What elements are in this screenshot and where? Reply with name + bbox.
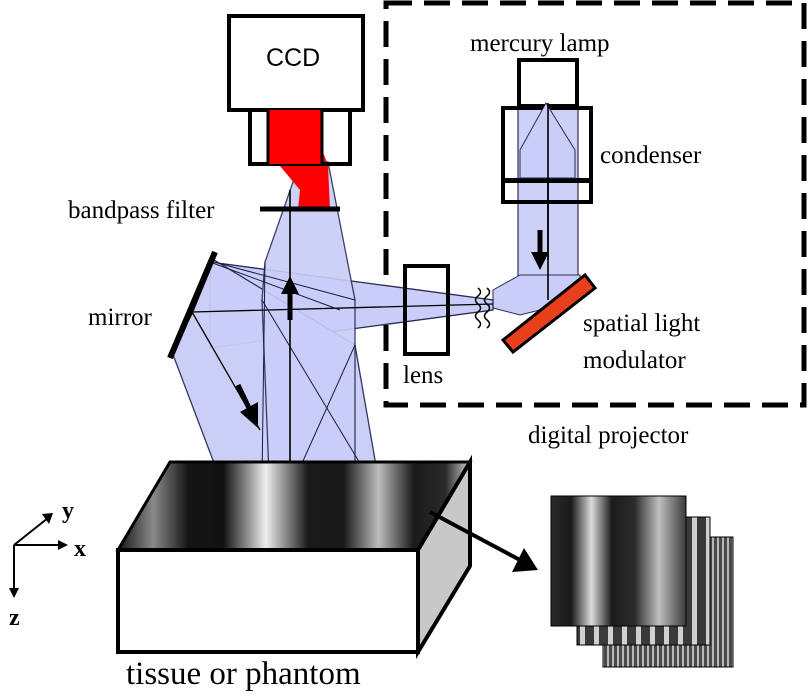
axis-x-label: x xyxy=(74,536,86,562)
axis-z-label: z xyxy=(9,605,20,631)
digital-projector-enclosure xyxy=(383,0,807,408)
lens xyxy=(403,264,450,356)
slm-label-line1: spatial light xyxy=(583,310,701,337)
mirror-label: mirror xyxy=(88,304,152,331)
light-beams xyxy=(171,102,581,501)
sample-block xyxy=(115,454,473,660)
mercury-lamp-label: mercury lamp xyxy=(470,30,610,57)
spatial-light-modulator xyxy=(500,272,598,355)
wave-icon xyxy=(474,287,482,329)
mercury-lamp xyxy=(517,58,579,108)
mirror xyxy=(167,250,218,360)
ccd-camera xyxy=(227,14,365,112)
digital-projector-label: digital projector xyxy=(528,422,689,449)
coordinate-axes-icon xyxy=(9,513,68,598)
arrow-up-icon xyxy=(281,276,299,294)
axis-y-label: y xyxy=(62,498,74,524)
ccd-label: CCD xyxy=(266,44,321,72)
arrow-down-icon xyxy=(240,402,258,428)
lens-label: lens xyxy=(403,362,444,389)
condenser-label: condenser xyxy=(600,142,702,169)
slm-label-line2: modulator xyxy=(583,347,686,374)
bandpass-filter-label: bandpass filter xyxy=(68,197,215,224)
arrow-down-icon xyxy=(531,252,549,270)
sample-label: tissue or phantom xyxy=(126,656,361,692)
projected-patterns xyxy=(550,495,734,668)
